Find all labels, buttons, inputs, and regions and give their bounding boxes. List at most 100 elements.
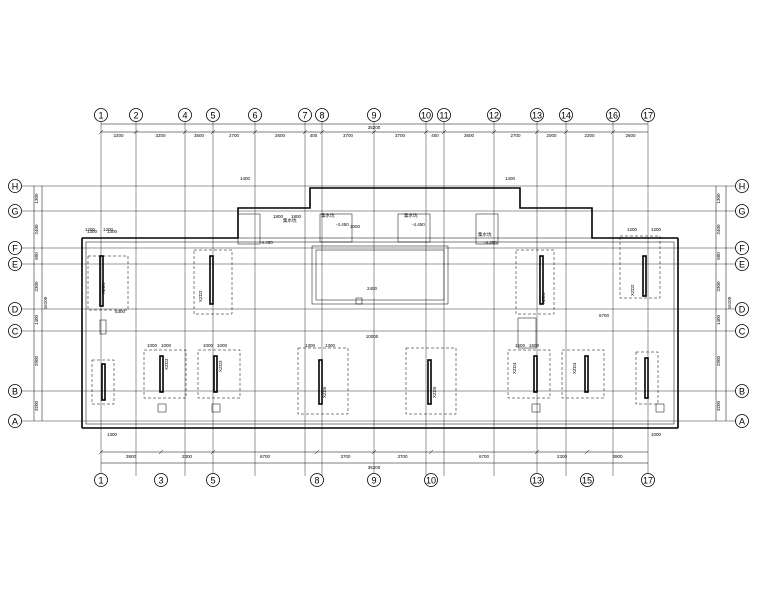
axis-bubble-right: B [735, 384, 749, 398]
axis-bubble-right: A [735, 414, 749, 428]
axis-bubble-right: F [735, 241, 749, 255]
dimension-text: 6700 [599, 313, 610, 318]
dimension-text: 400 [310, 133, 318, 138]
axis-bubble-bottom: 3 [154, 473, 168, 487]
axis-bubble-bottom: 8 [310, 473, 324, 487]
svg-text:9: 9 [371, 476, 376, 486]
dimension-text: 3700 [397, 454, 408, 459]
dimension-text: 1000 [147, 343, 158, 348]
axis-bubble-left: F [8, 241, 22, 255]
dimension-text: 1200 [651, 227, 662, 232]
dimension-text: 10000 [366, 334, 379, 339]
svg-text:13: 13 [532, 111, 542, 121]
svg-text:2: 2 [133, 111, 138, 121]
svg-text:F: F [739, 244, 745, 254]
svg-text:6: 6 [252, 111, 257, 121]
axis-bubble-top: 13 [530, 108, 544, 122]
column-label: XZD4 [572, 362, 577, 374]
svg-text:13: 13 [532, 476, 542, 486]
pit-label: 集水坑 [321, 212, 335, 219]
elevation-label: -4.450 [484, 240, 497, 245]
dimension-text: 1300 [325, 343, 336, 348]
dimension-text: 1400 [240, 176, 251, 181]
pit-label: 集水坑 [404, 212, 418, 219]
axis-bubble-top: 4 [178, 108, 192, 122]
axis-bubble-right: G [735, 204, 749, 218]
column-label: XZD2 [198, 290, 203, 302]
dimension-text: 1200 [627, 227, 638, 232]
dimension-text: 1500 [515, 343, 526, 348]
dimension-text: 2400 [34, 224, 39, 235]
column-label: XZD1 [541, 292, 546, 304]
building-outline [81, 187, 679, 429]
axis-bubble-top: 12 [487, 108, 501, 122]
axis-bubble-left: H [8, 179, 22, 193]
svg-text:10: 10 [426, 476, 436, 486]
axis-bubble-bottom: 13 [530, 473, 544, 487]
dimension-text: 2300 [34, 281, 39, 292]
svg-text:A: A [739, 417, 745, 427]
svg-text:D: D [12, 305, 19, 315]
axis-bubble-right: D [735, 302, 749, 316]
sump-pit-labels: 集水坑 集水坑 集水坑 集水坑 -4.450 -4.450 -4.450 -4.… [260, 212, 497, 245]
dimension-total-right: 16100 [727, 296, 732, 309]
svg-text:17: 17 [643, 476, 653, 486]
dimension-text: 2900 [716, 355, 721, 366]
svg-text:C: C [739, 327, 746, 337]
dimension-text: 600 [34, 252, 39, 260]
pit-label: 集水坑 [283, 217, 297, 224]
dimension-text: 2900 [34, 355, 39, 366]
dimension-text: 2000 [546, 133, 557, 138]
svg-text:4: 4 [182, 111, 187, 121]
svg-text:B: B [739, 387, 745, 397]
svg-text:E: E [12, 260, 18, 270]
svg-text:D: D [739, 305, 746, 315]
svg-text:B: B [12, 387, 18, 397]
dimension-text: 2700 [229, 133, 240, 138]
dimension-text: 2400 [716, 224, 721, 235]
dimension-text: 6700 [479, 454, 490, 459]
svg-text:G: G [11, 207, 18, 217]
axis-bubble-left: E [8, 257, 22, 271]
dimension-total-left: 16100 [43, 296, 48, 309]
dimension-text: 1300 [305, 343, 316, 348]
dimension-text: 600 [716, 252, 721, 260]
axis-bubble-top: 9 [367, 108, 381, 122]
axis-bubble-bottom: 17 [641, 473, 655, 487]
dimension-text: 3200 [155, 133, 166, 138]
dimension-text: 1300 [107, 229, 118, 234]
svg-text:8: 8 [319, 111, 324, 121]
dimension-text: 2700 [510, 133, 521, 138]
svg-text:C: C [12, 327, 19, 337]
dimension-text: 3900 [612, 454, 623, 459]
dimension-text: 1300 [107, 432, 118, 437]
dimension-text: 3700 [340, 454, 351, 459]
svg-text:7: 7 [302, 111, 307, 121]
axis-bubble-right: C [735, 324, 749, 338]
dimension-text: 2400 [367, 286, 378, 291]
axis-bubble-top: 10 [419, 108, 433, 122]
dimension-text: 2200 [113, 133, 124, 138]
dimension-text: 1800 [291, 214, 302, 219]
axis-bubble-top: 8 [315, 108, 329, 122]
dimension-text: 3200 [34, 400, 39, 411]
axis-bubble-top: 5 [206, 108, 220, 122]
dimension-text: 1300 [34, 193, 39, 204]
elevation-label: -4.450 [336, 222, 349, 227]
axis-bubble-bottom: 10 [424, 473, 438, 487]
dimension-text: 1000 [203, 343, 214, 348]
axis-bubble-top: 14 [559, 108, 573, 122]
svg-text:8: 8 [314, 476, 319, 486]
dimension-text: 1300 [87, 229, 98, 234]
svg-text:9: 9 [371, 111, 376, 121]
dimension-text: 1200 [85, 227, 96, 232]
dimension-text: 3900 [126, 454, 137, 459]
axis-bubble-left: B [8, 384, 22, 398]
axis-bubble-top: 16 [606, 108, 620, 122]
svg-text:3: 3 [158, 476, 163, 486]
dimension-text: 3700 [395, 133, 406, 138]
column-label: XZD3 [164, 358, 169, 370]
axis-bubble-top: 17 [641, 108, 655, 122]
